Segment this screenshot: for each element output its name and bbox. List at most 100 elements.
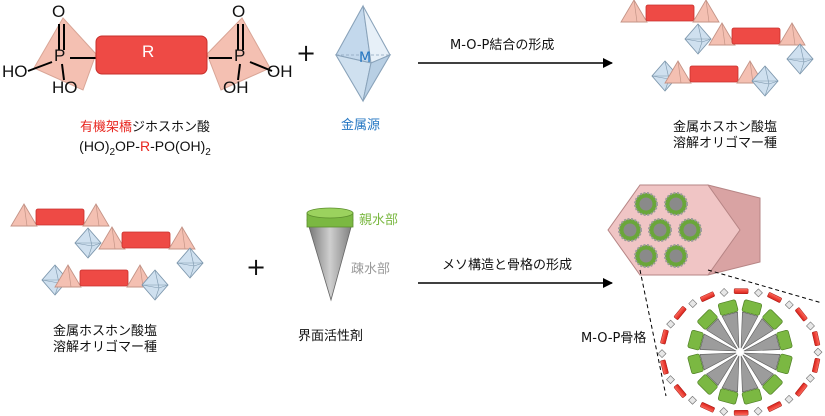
formula-part-c: -PO(OH) [150,138,206,154]
oligomer-bottom-line1: 金属ホスホン酸塩 [52,324,157,339]
mesostructure-prism [607,184,823,397]
formula-part-a: (HO) [79,138,110,154]
hydroxyl-outer-right: OH [267,62,293,81]
formula-part-b: OP- [115,138,140,154]
framework-rod-1 [660,329,669,345]
linker-name: 有機架橋ジホスホン酸 [40,120,250,136]
pore-core-2 [669,197,683,211]
plus-sign-2: + [246,253,267,281]
framework-node-9 [784,394,794,404]
plus-sign-1: + [296,39,317,67]
framework-node-7 [813,347,823,357]
framework-rod-7 [812,331,821,347]
hydroxyl-lower-left: HO [52,78,78,97]
framework-rod-10 [767,401,782,412]
framework-node-13 [666,375,675,385]
micelle-tail-2 [742,354,774,386]
oligomer-bottom-caption: 金属ホスホン酸塩 溶解オリゴマー種 [40,324,170,356]
micelle-tail-3 [740,355,759,393]
micelle-head-8 [697,309,718,330]
metal-octahedron [334,4,392,103]
framework-rod-9 [795,382,808,397]
hydrophobic-label: 疎水部 [351,262,391,277]
pore-core-7 [669,249,683,263]
micelle-tail-4 [721,355,740,393]
arrow2-label: メソ構造と骨格の形成 [442,258,573,273]
oligomer-top [621,0,813,96]
micelle-tail-9 [721,311,740,349]
right-phosphonate-tetrahedron [206,17,271,91]
formula-subscript-a: 2 [109,146,116,158]
micelle-head-3 [741,388,763,405]
oligomer-top-line2: 溶解オリゴマー種 [672,136,777,151]
surfactant-cone [306,207,354,302]
organic-core-label: R [142,42,155,61]
pore-core-3 [623,223,637,237]
micelle-head-2 [762,374,783,395]
micelle-tail-10 [740,311,759,349]
micelle-cross-section [657,288,823,416]
formula-subscript-b: 2 [205,146,211,158]
micelle-head-1 [776,353,793,375]
framework-rod-5 [767,292,782,303]
arrow1-label: M-O-P結合の形成 [450,38,555,53]
pore-core-6 [639,249,653,263]
micelle-tail-11 [742,318,774,350]
hydrophilic-label: 親水部 [359,213,399,228]
micelle-tail-12 [743,333,781,352]
framework-rod-4 [733,288,749,295]
micelle-head-10 [741,299,763,316]
framework-node-6 [806,321,815,331]
framework-rod-11 [733,409,749,416]
bonds [27,24,273,81]
framework-rod-6 [795,307,808,322]
metal-symbol: M [359,50,372,66]
framework-node-5 [784,300,794,310]
oligomer-top-line1: 金属ホスホン酸塩 [672,120,777,135]
phosphorus-left: P [54,46,66,65]
framework-node-8 [805,373,815,383]
hydroxyl-lower-right: OH [223,78,249,97]
framework-label: M-O-P骨格 [581,331,647,346]
phosphonyl-oxygen-right: O [232,2,246,21]
framework-rod-2 [673,306,687,320]
formula-r-group: R [139,138,151,154]
micelle-head-6 [687,353,704,375]
linker-formula: (HO)2OP-R-PO(OH)2 [40,138,250,161]
pores [618,192,702,268]
micelle-head-7 [687,329,704,351]
surfactant-label: 界面活性剤 [298,329,364,344]
framework-rod-8 [812,357,821,373]
framework-rod-12 [700,402,715,413]
micelle-tail-5 [706,354,738,386]
framework-node-1 [666,319,676,329]
framework-node-12 [688,395,697,405]
micelle-tail-1 [743,352,781,371]
micelle-head-5 [697,374,718,395]
framework-node-2 [688,299,698,309]
micelle-tail-7 [699,333,737,352]
linker-name-rest: ジホスホン酸 [132,120,211,135]
phosphonyl-oxygen-left: O [52,2,66,21]
micelle-tail-6 [699,352,737,371]
framework-rod-13 [673,384,687,398]
framework-node-3 [719,288,729,297]
micelle-head-9 [717,299,739,316]
micelle-head-12 [776,329,793,351]
framework-node-4 [754,288,763,298]
framework-rod-14 [660,359,669,375]
linker-caption: 有機架橋ジホスホン酸 (HO)2OP-R-PO(OH)2 [40,120,250,161]
oligomer-top-caption: 金属ホスホン酸塩 溶解オリゴマー種 [660,120,790,152]
oligomer-bottom [11,204,203,300]
framework-node-14 [657,349,667,359]
organic-core-box [95,35,208,75]
micelle-head-4 [717,388,739,405]
pore-core-1 [639,197,653,211]
framework-rod-3 [700,291,715,302]
framework-node-10 [753,406,763,416]
hydroxyl-outer-left: HO [2,62,28,81]
linker-name-highlight: 有機架橋 [79,120,132,135]
left-phosphonate-tetrahedron [33,17,97,91]
